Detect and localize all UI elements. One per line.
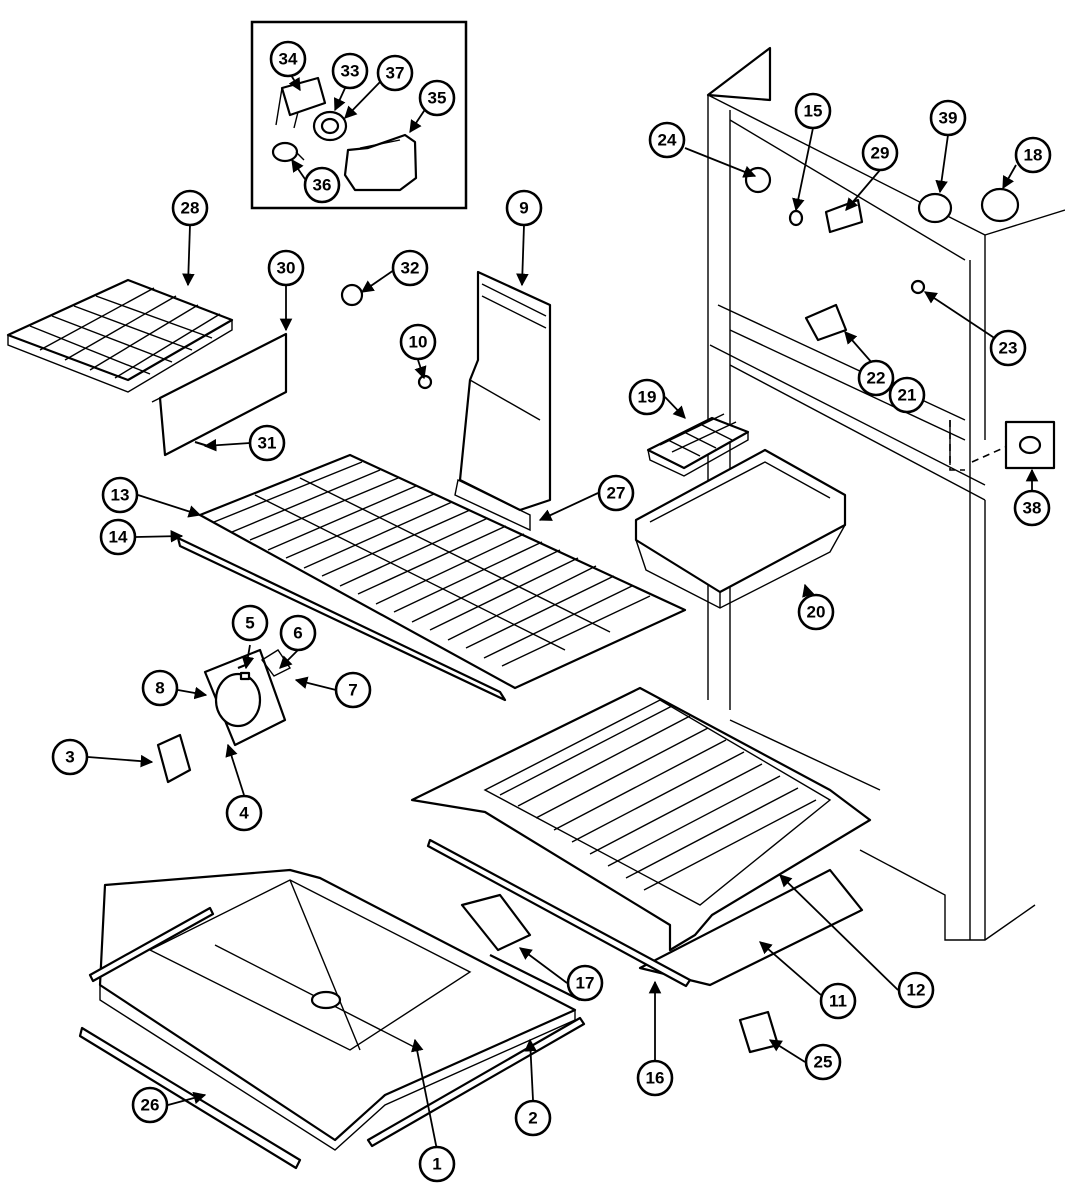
- callout-18: 18: [1014, 136, 1052, 174]
- callout-16: 16: [636, 1059, 674, 1097]
- callout-31: 31: [248, 424, 286, 462]
- svg-text:13: 13: [111, 486, 130, 505]
- callout-21: 21: [888, 376, 926, 414]
- svg-text:23: 23: [999, 339, 1018, 358]
- callout-11: 11: [819, 982, 857, 1020]
- callout-4: 4: [225, 794, 263, 832]
- callout-38: 38: [1013, 489, 1051, 527]
- svg-text:24: 24: [658, 131, 677, 150]
- callout-27: 27: [597, 474, 635, 512]
- callout-7: 7: [334, 671, 372, 709]
- svg-text:7: 7: [348, 681, 357, 700]
- callout-9: 9: [505, 189, 543, 227]
- callout-28: 28: [171, 189, 209, 227]
- svg-text:8: 8: [155, 679, 164, 698]
- svg-text:17: 17: [576, 974, 595, 993]
- svg-text:30: 30: [277, 259, 296, 278]
- svg-text:6: 6: [293, 624, 302, 643]
- glass-shelf: [410, 686, 872, 952]
- callout-13: 13: [101, 476, 139, 514]
- svg-text:5: 5: [245, 614, 254, 633]
- callout-23: 23: [989, 329, 1027, 367]
- callout-14: 14: [99, 518, 137, 556]
- callout-36: 36: [303, 166, 341, 204]
- callout-22: 22: [857, 359, 895, 397]
- callout-20: 20: [797, 593, 835, 631]
- trim-strips: [426, 838, 692, 1001]
- svg-text:33: 33: [341, 62, 360, 81]
- svg-text:37: 37: [386, 64, 405, 83]
- svg-text:9: 9: [519, 199, 528, 218]
- svg-text:20: 20: [807, 603, 826, 622]
- svg-text:31: 31: [258, 434, 277, 453]
- svg-text:38: 38: [1023, 499, 1042, 518]
- svg-text:19: 19: [638, 388, 657, 407]
- callout-15: 15: [794, 92, 832, 130]
- callout-19: 19: [628, 378, 666, 416]
- callout-17: 17: [566, 964, 604, 1002]
- callout-35: 35: [418, 79, 456, 117]
- svg-text:10: 10: [409, 333, 428, 352]
- svg-text:26: 26: [141, 1096, 160, 1115]
- svg-text:11: 11: [829, 992, 847, 1011]
- cover-plate: [151, 332, 288, 457]
- svg-text:32: 32: [401, 259, 420, 278]
- callout-24: 24: [648, 121, 686, 159]
- callout-5: 5: [231, 604, 269, 642]
- small-parts: [194, 166, 1056, 670]
- svg-text:16: 16: [646, 1069, 665, 1088]
- callout-25: 25: [804, 1043, 842, 1081]
- callout-30: 30: [267, 249, 305, 287]
- callout-26: 26: [131, 1086, 169, 1124]
- svg-text:35: 35: [428, 89, 447, 108]
- svg-text:39: 39: [939, 109, 958, 128]
- svg-text:15: 15: [804, 102, 823, 121]
- callout-8: 8: [141, 669, 179, 707]
- svg-text:22: 22: [867, 369, 886, 388]
- svg-text:2: 2: [528, 1109, 537, 1128]
- freezer-shelf: [6, 278, 234, 393]
- svg-text:28: 28: [181, 199, 200, 218]
- callout-33: 33: [331, 52, 369, 90]
- callout-1: 1: [418, 1145, 456, 1183]
- fan-bracket: [156, 648, 292, 784]
- svg-text:27: 27: [607, 484, 626, 503]
- callout-32: 32: [391, 249, 429, 287]
- svg-text:21: 21: [898, 386, 917, 405]
- ice-bin: [634, 448, 847, 609]
- callout-37: 37: [376, 54, 414, 92]
- callout-34: 34: [269, 40, 307, 78]
- callout-10: 10: [399, 323, 437, 361]
- svg-text:4: 4: [239, 804, 249, 823]
- light-assembly-inset: [250, 20, 468, 210]
- svg-text:3: 3: [65, 748, 74, 767]
- ice-tray: [646, 413, 750, 477]
- callout-3: 3: [51, 738, 89, 776]
- svg-text:1: 1: [432, 1155, 441, 1174]
- callout-2: 2: [514, 1099, 552, 1137]
- svg-text:18: 18: [1024, 146, 1043, 165]
- bracket: [738, 1010, 780, 1054]
- svg-text:36: 36: [313, 176, 332, 195]
- callout-29: 29: [861, 134, 899, 172]
- svg-text:12: 12: [907, 981, 926, 1000]
- svg-text:14: 14: [109, 528, 128, 547]
- callout-39: 39: [929, 99, 967, 137]
- crisper-base: [98, 868, 577, 1151]
- callouts: 1 2 3 4 5 6 7 8 9 10 11 12 13 14 15 16 1…: [51, 40, 1052, 1183]
- leader-lines: [87, 69, 1039, 1151]
- callout-6: 6: [279, 614, 317, 652]
- svg-text:25: 25: [814, 1053, 833, 1072]
- callout-12: 12: [897, 971, 935, 1009]
- svg-text:34: 34: [279, 50, 298, 69]
- wire-shelf: [176, 453, 687, 702]
- air-duct: [454, 270, 552, 532]
- svg-text:29: 29: [871, 144, 890, 163]
